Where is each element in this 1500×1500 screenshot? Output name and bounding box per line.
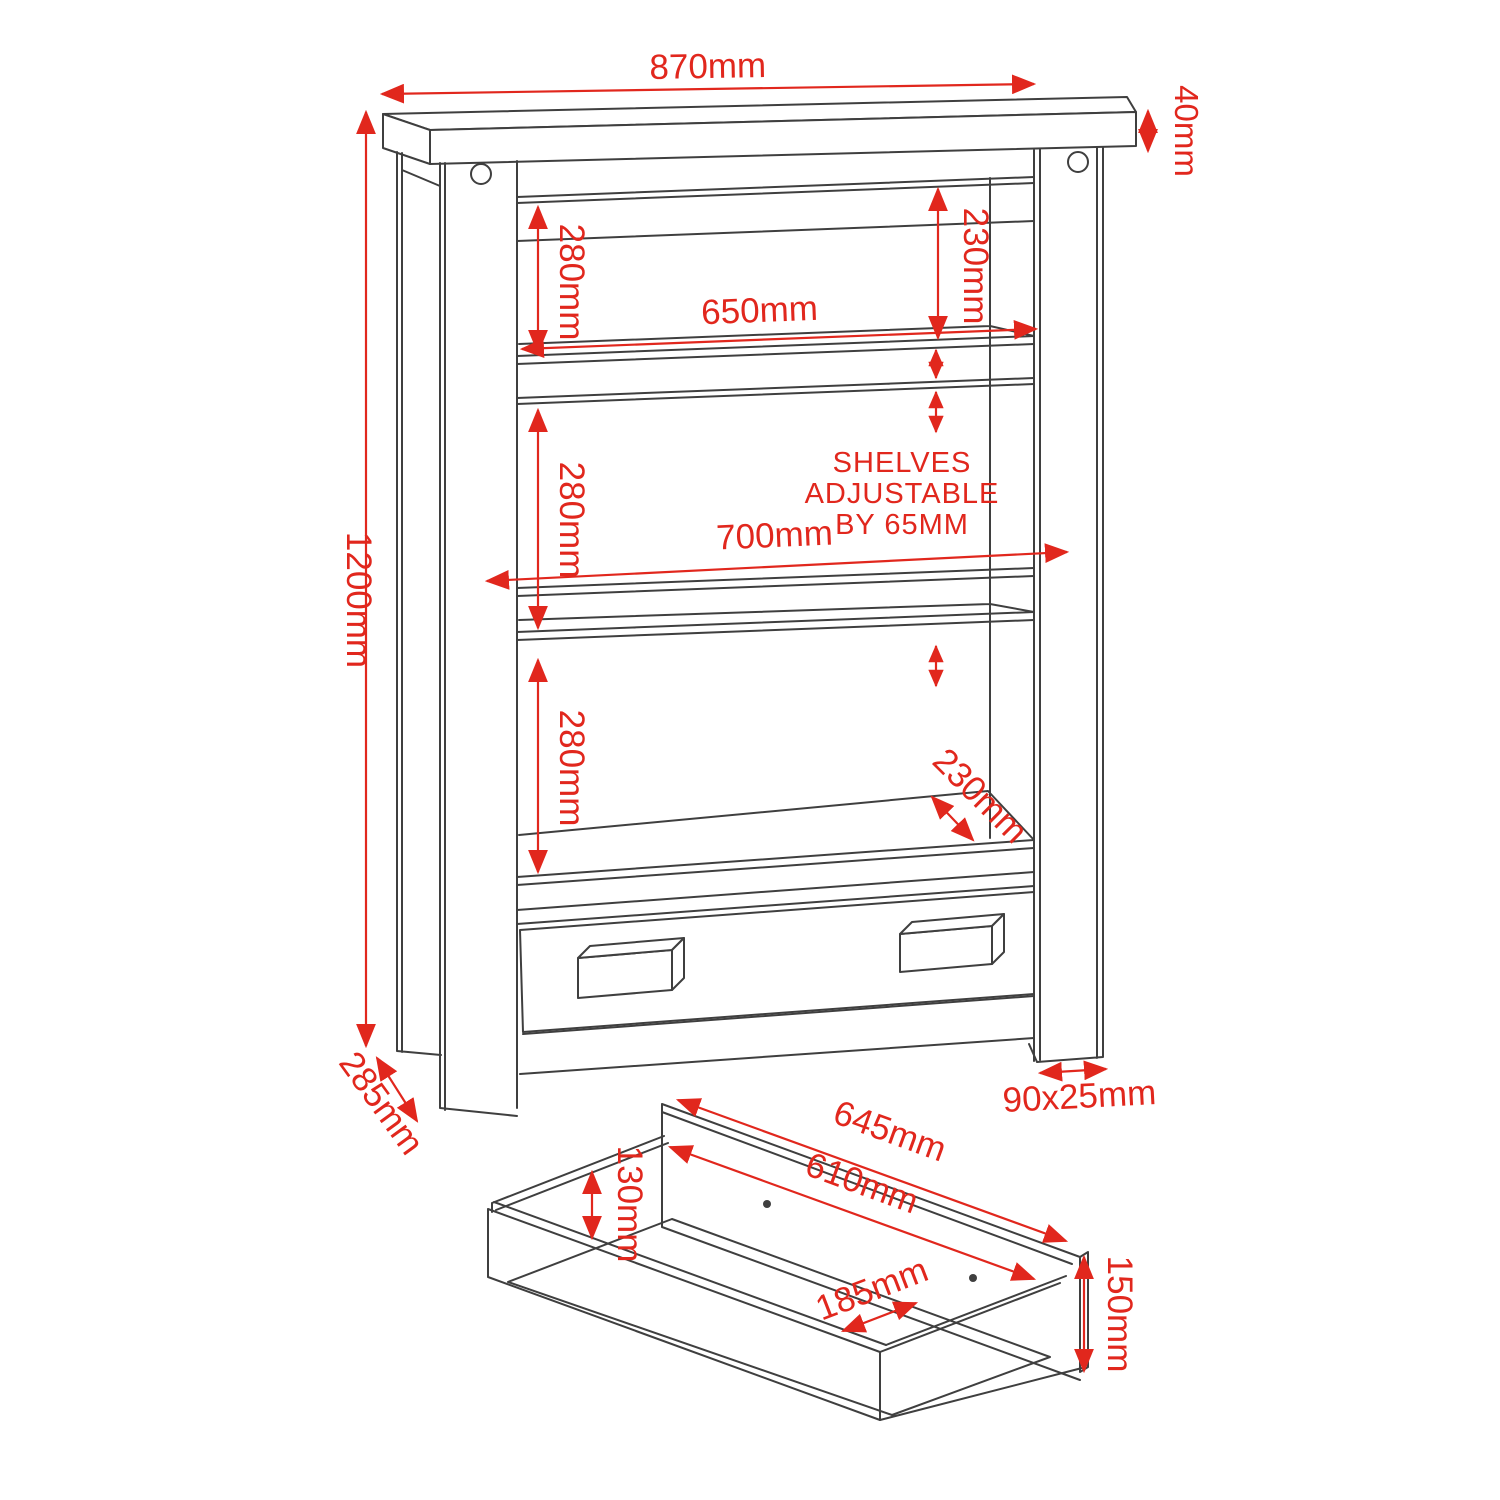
dim-overall-height-label: 1200mm: [339, 532, 378, 668]
dim-line-drawer-inner-width: [667, 1145, 1037, 1281]
bottom-rail: [519, 995, 1035, 1075]
drawer-tray-outline: [487, 1103, 1089, 1421]
dim-shelf-650-label: 650mm: [700, 289, 818, 332]
dim-line-drawer-inner-depth: [840, 1301, 919, 1333]
bookcase-top-board: [382, 96, 1137, 165]
shelf-1-alt-position-lines: [516, 377, 1035, 405]
shelf-2-alt-position-lines: [516, 567, 1035, 597]
dim-top-thickness-label: 40mm: [1168, 85, 1205, 177]
drawer-tray-right-side: [879, 1275, 1067, 1421]
dimension-labels: 870mm 40mm 1200mm 280mm 230mm 650mm 280m…: [331, 46, 1205, 1372]
left-front-stile: [439, 160, 518, 1117]
cam-fitting-right: [1067, 151, 1089, 173]
note-line-1: SHELVES: [833, 447, 972, 479]
dim-line-leg-section: [1037, 1060, 1109, 1082]
drawer-tray-bottom: [507, 1218, 1083, 1421]
drawer-handle-right: [899, 913, 1005, 973]
screw-hole-dot: [763, 1200, 771, 1208]
right-front-stile: [1028, 146, 1104, 1063]
screw-hole-dot: [969, 1274, 977, 1282]
dim-line-shelf-650: [519, 319, 1039, 359]
dim-drawer-front-height-label: 150mm: [1100, 1256, 1139, 1373]
note-line-3: BY 65MM: [835, 509, 969, 541]
drawer-front-panel: [519, 891, 1035, 1033]
drawer-top-rail: [516, 871, 1035, 925]
shelf-2: [516, 603, 1035, 641]
dim-gap1-label: 280mm: [552, 224, 591, 341]
cam-fitting-left: [470, 163, 492, 185]
dim-line-shelf-700: [484, 543, 1070, 590]
dim-line-shelf-depth: [930, 795, 975, 842]
bookcase-outline: [382, 96, 1137, 1117]
shelves-adjustable-note: SHELVES ADJUSTABLE BY 65MM: [805, 447, 1000, 541]
note-line-2: ADJUSTABLE: [805, 478, 1000, 510]
dim-drawer-side-height-label: 130mm: [610, 1146, 649, 1263]
dim-gap3-label: 280mm: [552, 710, 591, 827]
drawer-handle-left: [577, 937, 685, 999]
dim-top-width-label: 870mm: [649, 46, 766, 87]
dim-side-depth-label: 285mm: [331, 1045, 431, 1162]
dim-line-side-depth: [375, 1056, 419, 1123]
dim-line-top-width: [379, 74, 1037, 104]
dim-gap2-label: 280mm: [552, 462, 591, 579]
left-side-panel: [396, 151, 442, 1056]
dim-leg-section-label: 90x25mm: [1002, 1073, 1158, 1120]
dimension-arrows: [356, 74, 1158, 1374]
dim-shelf-700-label: 700mm: [715, 513, 833, 557]
dim-top-clearance-label: 230mm: [956, 208, 995, 325]
dim-drawer-inner-depth-label: 185mm: [810, 1250, 933, 1328]
bottom-shelf: [516, 790, 1035, 886]
